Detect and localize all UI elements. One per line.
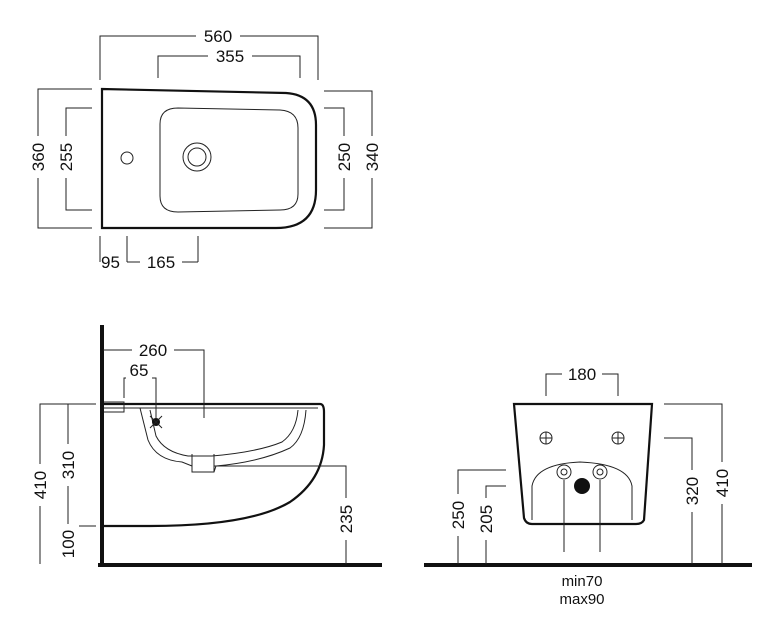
water-inlet-left-icon (556, 464, 572, 480)
dim-310: 310 (59, 451, 78, 479)
front-view-body (512, 402, 654, 526)
dim-250-front: 250 (449, 501, 468, 529)
spacing-min-note: min70 (562, 573, 603, 590)
dim-180: 180 (568, 365, 596, 384)
side-view: 260 65 410 310 100 235 (29, 325, 382, 567)
dim-65: 65 (130, 361, 149, 380)
side-view-outlet (191, 454, 322, 472)
dim-100: 100 (59, 530, 78, 558)
dim-line-95-165 (99, 236, 199, 263)
dim-line-235 (222, 465, 347, 564)
top-view-outline (100, 87, 318, 230)
dim-255: 255 (57, 143, 76, 171)
dim-340: 340 (363, 143, 382, 171)
top-view-bowl (159, 107, 299, 213)
front-view-recess (531, 461, 633, 520)
side-view-bowl (139, 407, 307, 473)
fixing-hole-right-icon (611, 431, 625, 445)
dim-260: 260 (139, 341, 167, 360)
dim-235: 235 (337, 505, 356, 533)
front-view: 180 250 205 320 410 min70 max90 (424, 363, 752, 608)
water-inlet-right-icon (592, 464, 608, 480)
drain-outer-icon (182, 142, 212, 172)
dim-165: 165 (147, 253, 175, 272)
dim-360: 360 (29, 143, 48, 171)
dim-line-320 (664, 437, 693, 564)
dim-560: 560 (204, 27, 232, 46)
drain-inner-icon (187, 147, 207, 167)
dim-line-65 (123, 377, 157, 418)
top-view: 560 355 360 255 250 340 95 165 (27, 24, 383, 273)
dim-95: 95 (101, 253, 120, 272)
drain-outlet-icon (574, 478, 590, 494)
dim-205: 205 (477, 505, 496, 533)
dim-320: 320 (683, 477, 702, 505)
dim-line-410-front (664, 403, 723, 564)
fixing-hole-left-icon (539, 431, 553, 445)
dim-250: 250 (335, 143, 354, 171)
dim-355: 355 (216, 47, 244, 66)
side-view-body (102, 402, 326, 528)
tap-hole-icon (120, 151, 134, 165)
dim-410-front: 410 (713, 469, 732, 497)
spacing-max-note: max90 (559, 591, 604, 608)
dim-410: 410 (31, 471, 50, 499)
side-view-bowl-inner (149, 409, 299, 457)
